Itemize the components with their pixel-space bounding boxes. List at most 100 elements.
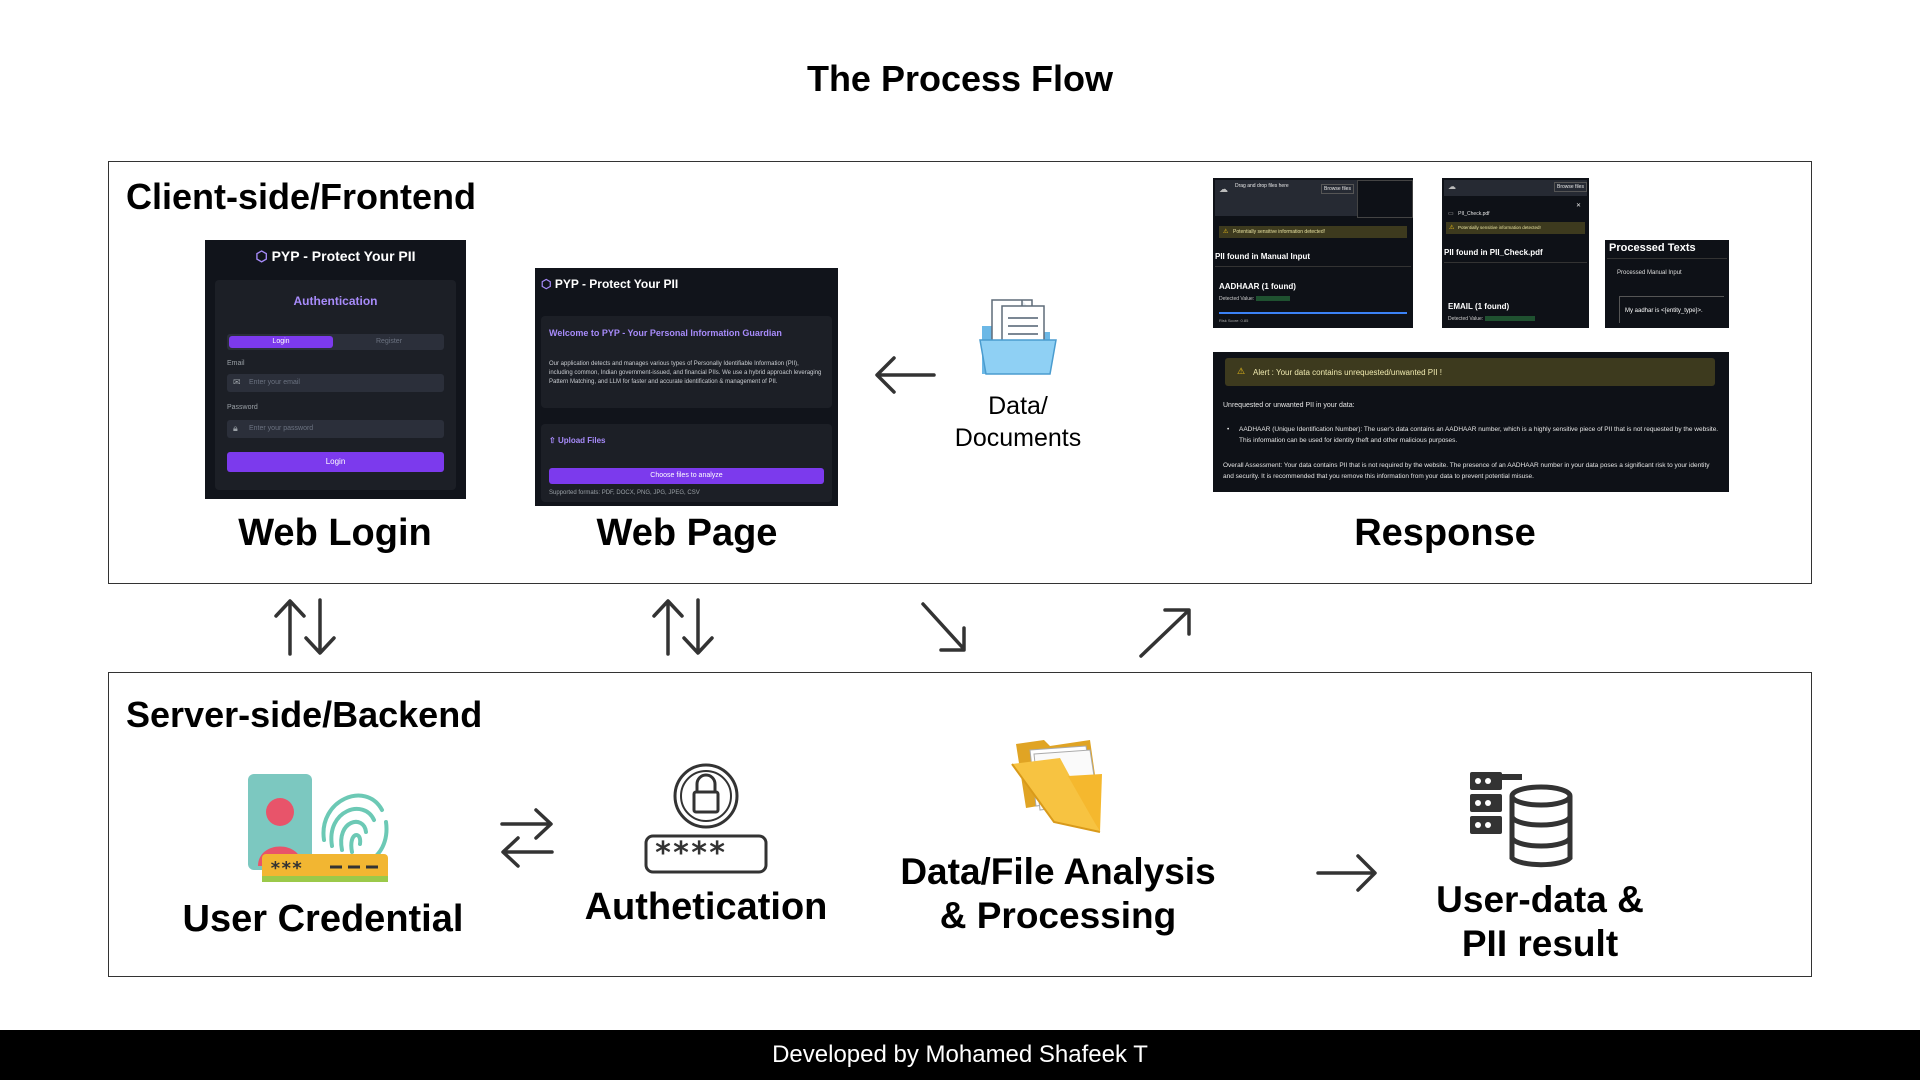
upload-icon: ⇧ [549, 436, 556, 445]
warning-icon: ⚠ [1223, 229, 1229, 235]
welcome-card: Welcome to PYP - Your Personal Informati… [541, 316, 832, 408]
arrow-up-right-icon [1139, 608, 1191, 658]
upload-label: ⇧ Upload Files [549, 436, 606, 445]
warning-text-2: Potentially sensitive information detect… [1458, 225, 1541, 230]
divider-2 [1444, 262, 1587, 263]
web-page-screenshot: ⬡ PYP - Protect Your PII Welcome to PYP … [535, 268, 838, 506]
documents-folder-icon [979, 299, 1057, 375]
risk-score: Risk Score: 0.85 [1219, 318, 1249, 323]
result-caption-line2: PII result [1461, 923, 1619, 964]
file-row: ▭ PII_Check.pdf ✕ [1448, 202, 1583, 217]
email-field[interactable]: ✉ Enter your email [227, 374, 444, 392]
alert-intro: Unrequested or unwanted PII in your data… [1223, 402, 1355, 409]
server-panel [108, 672, 1812, 977]
drop-zone-2[interactable]: ☁ Browse files [1444, 180, 1587, 196]
alert-bar: ⚠ Alert : Your data contains unrequested… [1225, 358, 1715, 386]
warning-icon: ⚠ [1449, 225, 1455, 231]
detected-label-2: Detected Value: [1448, 316, 1535, 322]
upload-card: ⇧ Upload Files Choose files to analyze S… [541, 424, 832, 502]
email-label: Email [227, 360, 245, 367]
login-heading: Authentication [293, 294, 378, 308]
bullet-dot: • [1227, 426, 1230, 433]
file-name: PII_Check.pdf [1458, 211, 1490, 217]
shield-icon: ⬡ [541, 277, 552, 291]
cloud-upload-icon: ☁ [1219, 184, 1228, 194]
server-panel-title: Server-side/Backend [126, 694, 483, 735]
warning-bar-2: ⚠ Potentially sensitive information dete… [1446, 222, 1585, 234]
lock-icon: 🔒︎ [233, 423, 238, 433]
analysis-caption-line2: & Processing [939, 895, 1177, 936]
login-button[interactable]: Login [227, 452, 444, 472]
file-icon: ▭ [1448, 211, 1454, 217]
password-placeholder: Enter your password [249, 425, 314, 432]
warning-text: Potentially sensitive information detect… [1233, 229, 1325, 235]
page-app-title: ⬡ PYP - Protect Your PII [541, 277, 679, 291]
web-page-caption: Web Page [596, 512, 778, 554]
processed-divider [1607, 258, 1727, 259]
processed-heading: Processed Texts [1609, 242, 1696, 254]
welcome-description: Our application detects and manages vari… [549, 361, 822, 385]
remove-file-icon[interactable]: ✕ [1575, 203, 1581, 209]
browse-button[interactable]: Browse files [1321, 184, 1354, 194]
processed-text-box [1619, 296, 1724, 323]
user-credential-caption: User Credential [182, 898, 464, 940]
client-panel-title: Client-side/Frontend [126, 176, 476, 217]
choose-files-button[interactable]: Choose files to analyze [549, 468, 824, 484]
tab-register[interactable]: Register [375, 338, 403, 345]
masked-value [1255, 296, 1290, 302]
entity-heading: AADHAAR (1 found) [1219, 282, 1296, 291]
drop-zone[interactable]: ☁ Drag and drop files here Browse files [1215, 180, 1365, 216]
response-shot-1: ☁ Drag and drop files here Browse files … [1213, 178, 1413, 328]
svg-text:****: **** [654, 836, 726, 871]
alert-bullet: • AADHAAR (Unique Identification Number)… [1227, 426, 1719, 444]
mail-icon: ✉ [233, 377, 241, 387]
response-alert-shot: ⚠ Alert : Your data contains unrequested… [1213, 352, 1729, 492]
arrow-down-right-icon [921, 602, 966, 652]
supported-formats: Supported formats: PDF, DOCX, PNG, JPG, … [549, 490, 700, 496]
browse-button-2[interactable]: Browse files [1554, 182, 1587, 192]
warning-icon: ⚠ [1237, 366, 1246, 376]
documents-label-line2: Documents [954, 424, 1082, 452]
cloud-upload-icon: ☁ [1448, 182, 1456, 191]
alert-text: Alert : Your data contains unrequested/u… [1253, 368, 1443, 377]
response-caption: Response [1354, 512, 1536, 554]
login-tabs: Login Register [227, 334, 444, 350]
processed-sub: Processed Manual Input [1617, 270, 1682, 276]
svg-text:***: *** [270, 858, 303, 879]
bidirectional-arrow-icon-login [274, 598, 336, 656]
bidirectional-arrow-icon-page [652, 598, 714, 656]
web-login-caption: Web Login [238, 512, 432, 554]
open-folder-icon [1011, 740, 1102, 833]
web-login-screenshot: ⬡ PYP - Protect Your PII Authentication … [205, 240, 466, 499]
documents-label: Data/ Documents [918, 390, 1118, 454]
user-credential-icon: *** [248, 774, 389, 882]
detected-label: Detected Value: [1219, 296, 1290, 302]
footer-credit: Developed by Mohamed Shafeek T [0, 1030, 1920, 1080]
tab-login[interactable]: Login [229, 336, 333, 348]
result-caption: User-data & PII result [1380, 878, 1700, 966]
authentication-caption: Authetication [584, 886, 828, 928]
password-field[interactable]: 🔒︎ Enter your password [227, 420, 444, 438]
response-shot-3: Processed Texts Processed Manual Input M… [1605, 240, 1729, 328]
entity-heading-2: EMAIL (1 found) [1448, 302, 1510, 311]
processed-text: My aadhar is <{entity_type}>. [1625, 308, 1703, 314]
risk-bar [1219, 312, 1407, 314]
exchange-arrows-icon [500, 808, 554, 868]
side-box [1357, 180, 1413, 218]
login-card: Authentication Login Register Email ✉ En… [215, 280, 456, 490]
pii-heading: PII found in Manual Input [1215, 252, 1311, 261]
warning-bar: ⚠ Potentially sensitive information dete… [1219, 226, 1407, 238]
server-database-icon [1470, 772, 1573, 868]
documents-label-line1: Data/ [988, 392, 1048, 420]
result-caption-line1: User-data & [1436, 879, 1644, 920]
welcome-heading: Welcome to PYP - Your Personal Informati… [549, 328, 782, 338]
masked-value [1484, 316, 1535, 322]
pii-heading-2: PII found in PII_Check.pdf [1444, 248, 1543, 257]
arrow-right-icon [1316, 854, 1377, 892]
password-lock-icon: **** [644, 763, 768, 874]
diagram-title: The Process Flow [806, 58, 1114, 99]
analysis-caption-line1: Data/File Analysis [900, 851, 1216, 892]
shield-icon: ⬡ [255, 248, 268, 264]
email-placeholder: Enter your email [249, 379, 300, 386]
analysis-caption: Data/File Analysis & Processing [878, 850, 1238, 938]
